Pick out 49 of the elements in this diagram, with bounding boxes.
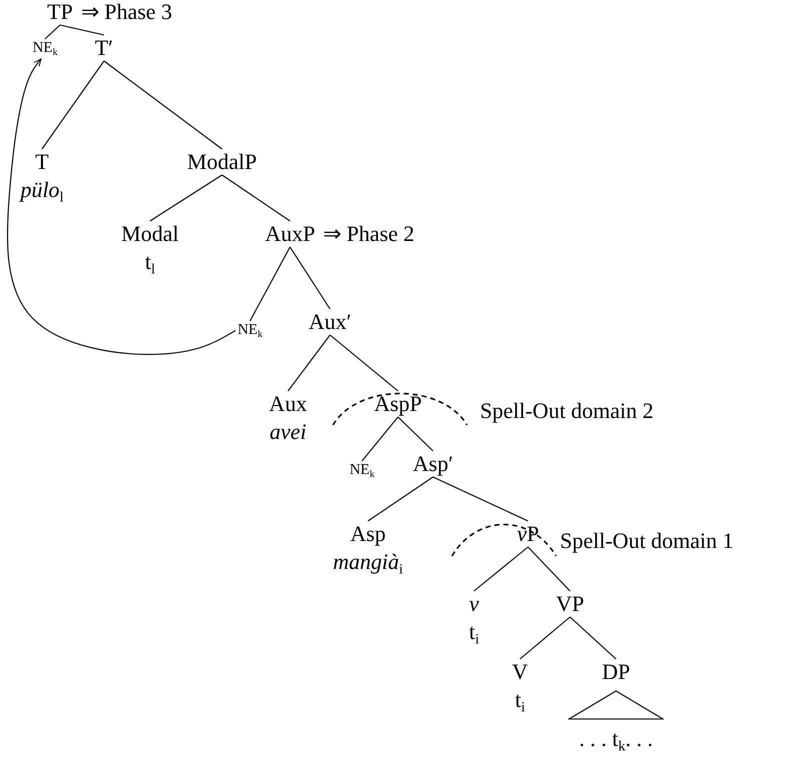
node-label: vP: [517, 522, 539, 546]
node-label: Asp: [349, 522, 387, 546]
node-label: VP: [556, 592, 584, 616]
ellipsis-label: . . . t$_{k}$. . .: [579, 728, 653, 750]
branch-line: [60, 24, 104, 36]
node-label: DP: [602, 660, 630, 684]
branch-line: [570, 616, 616, 660]
phase-label: ⇒ Phase 2: [323, 223, 414, 245]
node-label: V: [512, 660, 528, 684]
branch-line: [368, 476, 434, 522]
node-label: ModalP: [187, 150, 257, 174]
branch-line: [44, 24, 60, 40]
branch-line: [42, 60, 104, 150]
branch-line: [362, 416, 398, 462]
node-label: T: [34, 150, 50, 174]
node-label: NE$_{k}$: [350, 462, 374, 479]
node-label: AspP: [374, 392, 422, 416]
domain-label: Spell-Out domain 1: [560, 530, 734, 552]
branch-line: [250, 246, 290, 322]
node-label: Modal: [121, 222, 179, 246]
gloss-label: t$_{l}$: [144, 250, 156, 274]
branch-line: [432, 476, 528, 522]
gloss-label: mangià$_{i}$: [333, 550, 403, 574]
branch-line: [528, 546, 570, 592]
node-label: Asp′: [412, 452, 454, 476]
phase-label: ⇒ Phase 3: [80, 1, 172, 23]
node-label: AuxP: [264, 222, 316, 246]
branch-line: [104, 60, 222, 150]
gloss-label: pülo$_{l}$: [20, 178, 64, 202]
node-label: TP: [47, 0, 73, 24]
branch-line: [290, 246, 330, 310]
branch-line: [520, 616, 570, 660]
gloss-label: t$_{i}$: [468, 620, 480, 644]
node-label: T′: [94, 36, 114, 60]
domain-label: Spell-Out domain 2: [480, 400, 654, 422]
node-label: v: [468, 592, 480, 616]
branch-line: [150, 174, 222, 222]
branch-line: [398, 416, 434, 452]
branch-line: [222, 174, 290, 222]
movement-arrow: [6, 58, 236, 355]
branch-line: [330, 334, 398, 392]
node-label: Aux: [269, 392, 307, 416]
branch-line: [474, 546, 528, 592]
gloss-label: t$_{i}$: [514, 688, 526, 712]
node-label: NE$_{k}$: [32, 40, 58, 57]
node-label: Aux′: [308, 310, 352, 334]
node-label: NE$_{k}$: [238, 322, 262, 339]
gloss-label: avei: [269, 420, 307, 444]
branch-line: [288, 334, 330, 392]
